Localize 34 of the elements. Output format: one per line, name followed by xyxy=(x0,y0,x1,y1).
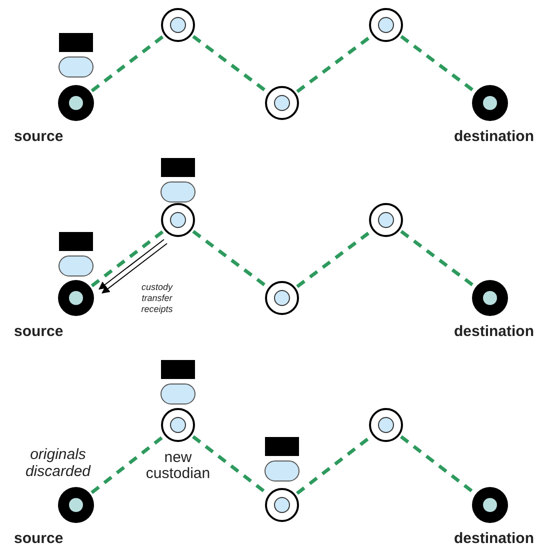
edge-label: custody transfer receipts xyxy=(140,282,174,315)
relay-node xyxy=(265,281,299,315)
dashed-link xyxy=(90,435,164,494)
relay-node xyxy=(161,8,195,42)
endpoint-node xyxy=(58,487,94,523)
endpoint-node xyxy=(472,487,508,523)
node-caption: originals discarded xyxy=(24,446,92,480)
node-label: destination xyxy=(452,324,534,340)
dashed-link xyxy=(192,35,268,93)
node-label: source xyxy=(14,129,64,145)
node-label: new custodian xyxy=(144,450,212,482)
relay-node xyxy=(161,408,195,442)
relay-node xyxy=(369,408,403,442)
node-label: source xyxy=(14,324,64,340)
endpoint-node xyxy=(58,280,94,316)
dashed-link xyxy=(400,35,476,92)
relay-node xyxy=(265,488,299,522)
dashed-link xyxy=(400,230,476,288)
node-label: destination xyxy=(452,129,534,145)
endpoint-node xyxy=(472,280,508,316)
dashed-link xyxy=(296,35,372,93)
endpoint-node xyxy=(58,85,94,121)
dashed-link xyxy=(90,230,164,288)
dashed-link xyxy=(90,35,164,92)
node-label: destination xyxy=(452,531,534,547)
dashed-link xyxy=(192,230,268,288)
relay-node xyxy=(369,8,403,42)
dashed-link xyxy=(296,230,372,288)
node-label: source xyxy=(14,531,64,547)
relay-node xyxy=(161,203,195,237)
dashed-link xyxy=(400,435,476,494)
endpoint-node xyxy=(472,85,508,121)
relay-node xyxy=(369,203,403,237)
relay-node xyxy=(265,86,299,120)
